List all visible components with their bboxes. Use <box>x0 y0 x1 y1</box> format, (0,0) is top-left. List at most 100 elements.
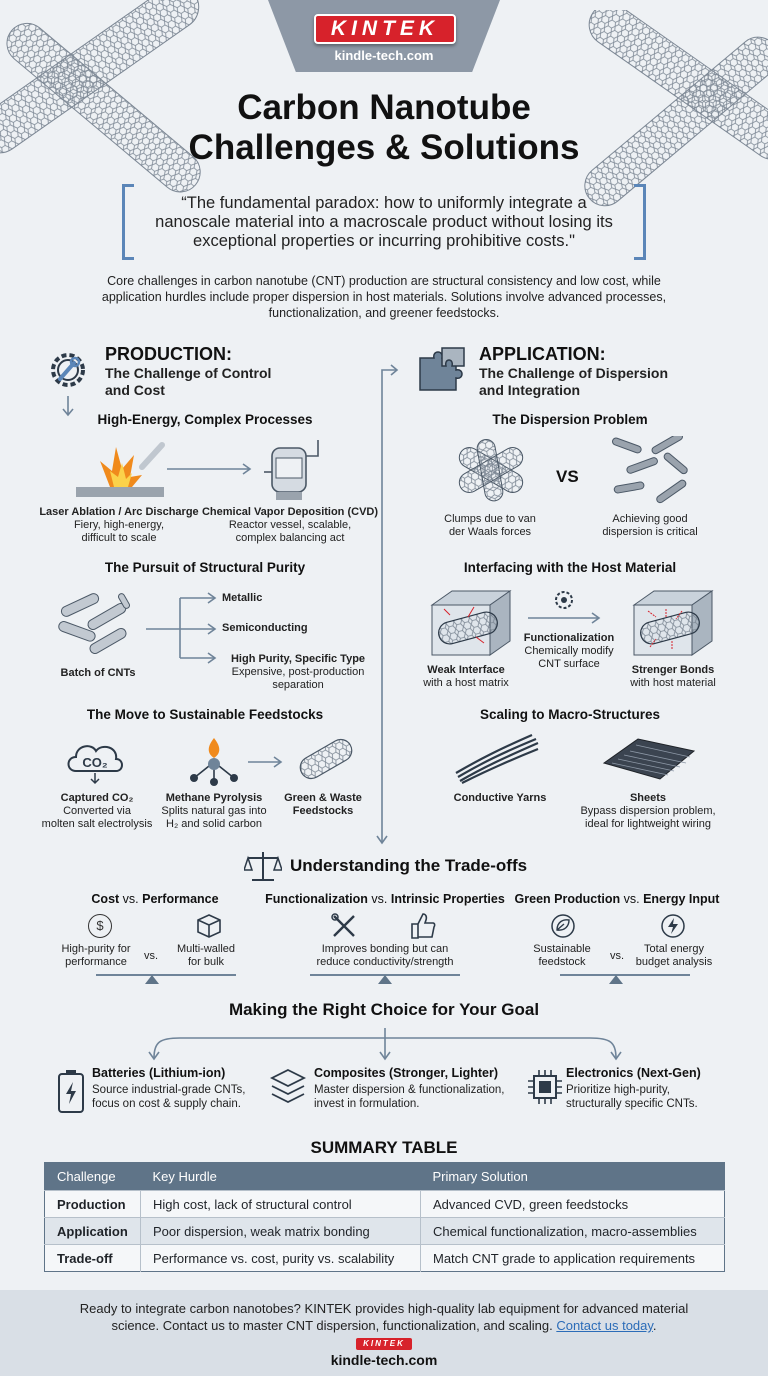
clump-desc-1: Clumps due to van <box>444 513 536 525</box>
good-desc-1: Achieving good <box>612 513 688 525</box>
interface-title: Interfacing with the Host Material <box>463 560 677 575</box>
clump-label: Clumps due to van der Waals forces <box>430 513 550 539</box>
methane-name: Methane Pyrolysis <box>165 792 263 804</box>
purity-branch-arrows <box>146 592 217 664</box>
green-right-label: Total energy budget analysis <box>632 943 716 969</box>
cvd-name: Chemical Vapor Deposition (CVD) <box>201 506 379 518</box>
tradeoffs-title: Understanding the Trade-offs <box>290 856 528 875</box>
func-title-b: Intrinsic Properties <box>390 892 505 906</box>
high-purity-label: High Purity, Specific Type Expensive, po… <box>218 653 378 692</box>
clumped-cnt-icon <box>458 439 524 502</box>
func-title-vs: vs. <box>371 892 388 906</box>
functionalization-label: Functionalization Chemically modify CNT … <box>514 632 624 671</box>
high-purity-name: High Purity, Specific Type <box>230 653 366 665</box>
strong-bonds-label: Strenger Bonds with host material <box>618 664 728 690</box>
table-cell: Trade-off <box>44 1244 141 1272</box>
thumbs-up-icon <box>411 913 436 939</box>
macro-title: Scaling to Macro-Structures <box>479 707 661 722</box>
dispersed-cnt-icon <box>612 436 688 504</box>
co2-desc-2: molten salt electrolysis <box>41 818 153 830</box>
semiconducting-label: Semiconducting <box>222 622 342 635</box>
func-tradeoff-desc-2: reduce conductivity/strength <box>316 956 454 968</box>
processes-title: High-Energy, Complex Processes <box>97 412 313 427</box>
co2-desc-1: Converted via <box>63 805 131 817</box>
green-title-a: Green Production <box>514 892 621 906</box>
dollar-icon: $ <box>88 914 112 938</box>
production-title: PRODUCTION: <box>105 344 232 364</box>
func-title-a: Functionalization <box>265 892 368 906</box>
summary-title: SUMMARY TABLE <box>310 1138 458 1157</box>
electronics-desc-1: Prioritize high-purity, <box>566 1084 670 1096</box>
composites-desc-1: Master dispersion & functionalization, <box>314 1084 505 1096</box>
cost-left-2: performance <box>65 956 127 968</box>
methane-label: Methane Pyrolysis Splits natural gas int… <box>150 792 278 831</box>
battery-icon <box>58 1070 84 1113</box>
co2-cloud-label: CO₂ <box>82 755 108 770</box>
batteries-title: Batteries (Lithium-ion) <box>92 1066 226 1080</box>
metallic-label: Metallic <box>222 592 312 605</box>
footer: Ready to integrate carbon nanotobes? KIN… <box>0 1290 768 1376</box>
high-purity-desc-1: Expensive, post-production <box>231 666 365 678</box>
co2-label: Captured CO₂ Converted via molten salt e… <box>32 792 162 831</box>
table-cell: Chemical functionalization, macro-assemb… <box>420 1217 725 1245</box>
functionalization-gear-arrow <box>528 591 601 624</box>
flow-arrow-center <box>376 364 399 845</box>
cost-right-label: Multi-walled for bulk <box>166 943 246 969</box>
cvd-reactor-icon <box>264 440 319 500</box>
layers-icon <box>269 1068 307 1104</box>
methane-desc-2: H₂ and solid carbon <box>166 818 262 830</box>
sheets-desc-1: Bypass dispersion problem, <box>580 805 716 817</box>
func-intrinsic-title: Functionalization vs. Intrinsic Properti… <box>262 892 508 906</box>
cost-title-b: Performance <box>142 892 219 906</box>
methane-desc-1: Splits natural gas into <box>161 805 267 817</box>
table-cell: Poor dispersion, weak matrix bonding <box>140 1217 421 1245</box>
laser-desc-1: Fiery, high-energy, <box>73 519 165 531</box>
green-right-1: Total energy <box>644 943 704 955</box>
good-dispersion-label: Achieving good dispersion is critical <box>590 513 710 539</box>
cost-balance-fulcrum <box>145 975 159 984</box>
cnt-batch-icon <box>58 593 130 654</box>
func-desc-1: Chemically modify <box>524 645 614 657</box>
site-url-bottom[interactable]: kindle-tech.com <box>330 1352 438 1368</box>
contact-us-link[interactable]: Contact us today <box>556 1318 653 1333</box>
table-cell: Application <box>44 1217 141 1245</box>
table-row: Application Poor dispersion, weak matrix… <box>44 1217 725 1245</box>
green-energy-title: Green Production vs. Energy Input <box>510 892 724 906</box>
cost-vs: vs. <box>143 950 159 962</box>
purity-title: The Pursuit of Structural Purity <box>104 560 306 575</box>
weak-desc: with a host matrix <box>423 677 509 689</box>
cost-right-2: for bulk <box>187 956 225 968</box>
green-name-2: Feedstocks <box>292 805 354 817</box>
cost-left-label: High-purity for performance <box>56 943 136 969</box>
green-left-1: Sustainable <box>533 943 591 955</box>
site-url-top[interactable]: kindle-tech.com <box>334 48 434 63</box>
balance-scale-icon <box>244 852 282 881</box>
batteries-desc-1: Source industrial-grade CNTs, <box>92 1084 246 1096</box>
summary-header-challenge: Challenge <box>44 1162 141 1191</box>
co2-cloud-icon: CO₂ <box>67 745 123 785</box>
tools-icon <box>331 913 355 937</box>
cost-right-1: Multi-walled <box>176 943 236 955</box>
kintek-logo[interactable]: KINTEK <box>314 14 456 44</box>
production-subtitle-2: and Cost <box>105 382 165 398</box>
dispersion-title: The Dispersion Problem <box>492 412 648 427</box>
summary-header-hurdle: Key Hurdle <box>140 1162 421 1191</box>
quote-box: “The fundamental paradox: how to uniform… <box>122 184 646 260</box>
feedstock-arrow <box>248 756 283 768</box>
composites-desc: Master dispersion & functionalization, i… <box>314 1083 505 1111</box>
nanotube-decoration-right <box>584 10 768 207</box>
page-title: Carbon Nanotube Challenges & Solutions <box>140 88 628 168</box>
table-cell: High cost, lack of structural control <box>140 1190 421 1218</box>
electronics-desc: Prioritize high-purity, structurally spe… <box>566 1083 698 1111</box>
electronics-desc-2: structurally specific CNTs. <box>566 1098 698 1110</box>
intro-text: Core challenges in carbon nanotube (CNT)… <box>101 274 667 320</box>
laser-explosion-icon <box>76 442 165 497</box>
green-right-2: budget analysis <box>635 956 713 968</box>
kintek-logo-small[interactable]: KINTEK <box>356 1338 412 1350</box>
electronics-title: Electronics (Next-Gen) <box>566 1066 701 1080</box>
clump-desc-2: der Waals forces <box>448 526 532 538</box>
quote-bracket-left <box>122 184 134 260</box>
func-desc-2: CNT surface <box>538 658 600 670</box>
application-subtitle-2: and Integration <box>479 382 581 398</box>
feedstocks-title: The Move to Sustainable Feedstocks <box>86 707 324 722</box>
